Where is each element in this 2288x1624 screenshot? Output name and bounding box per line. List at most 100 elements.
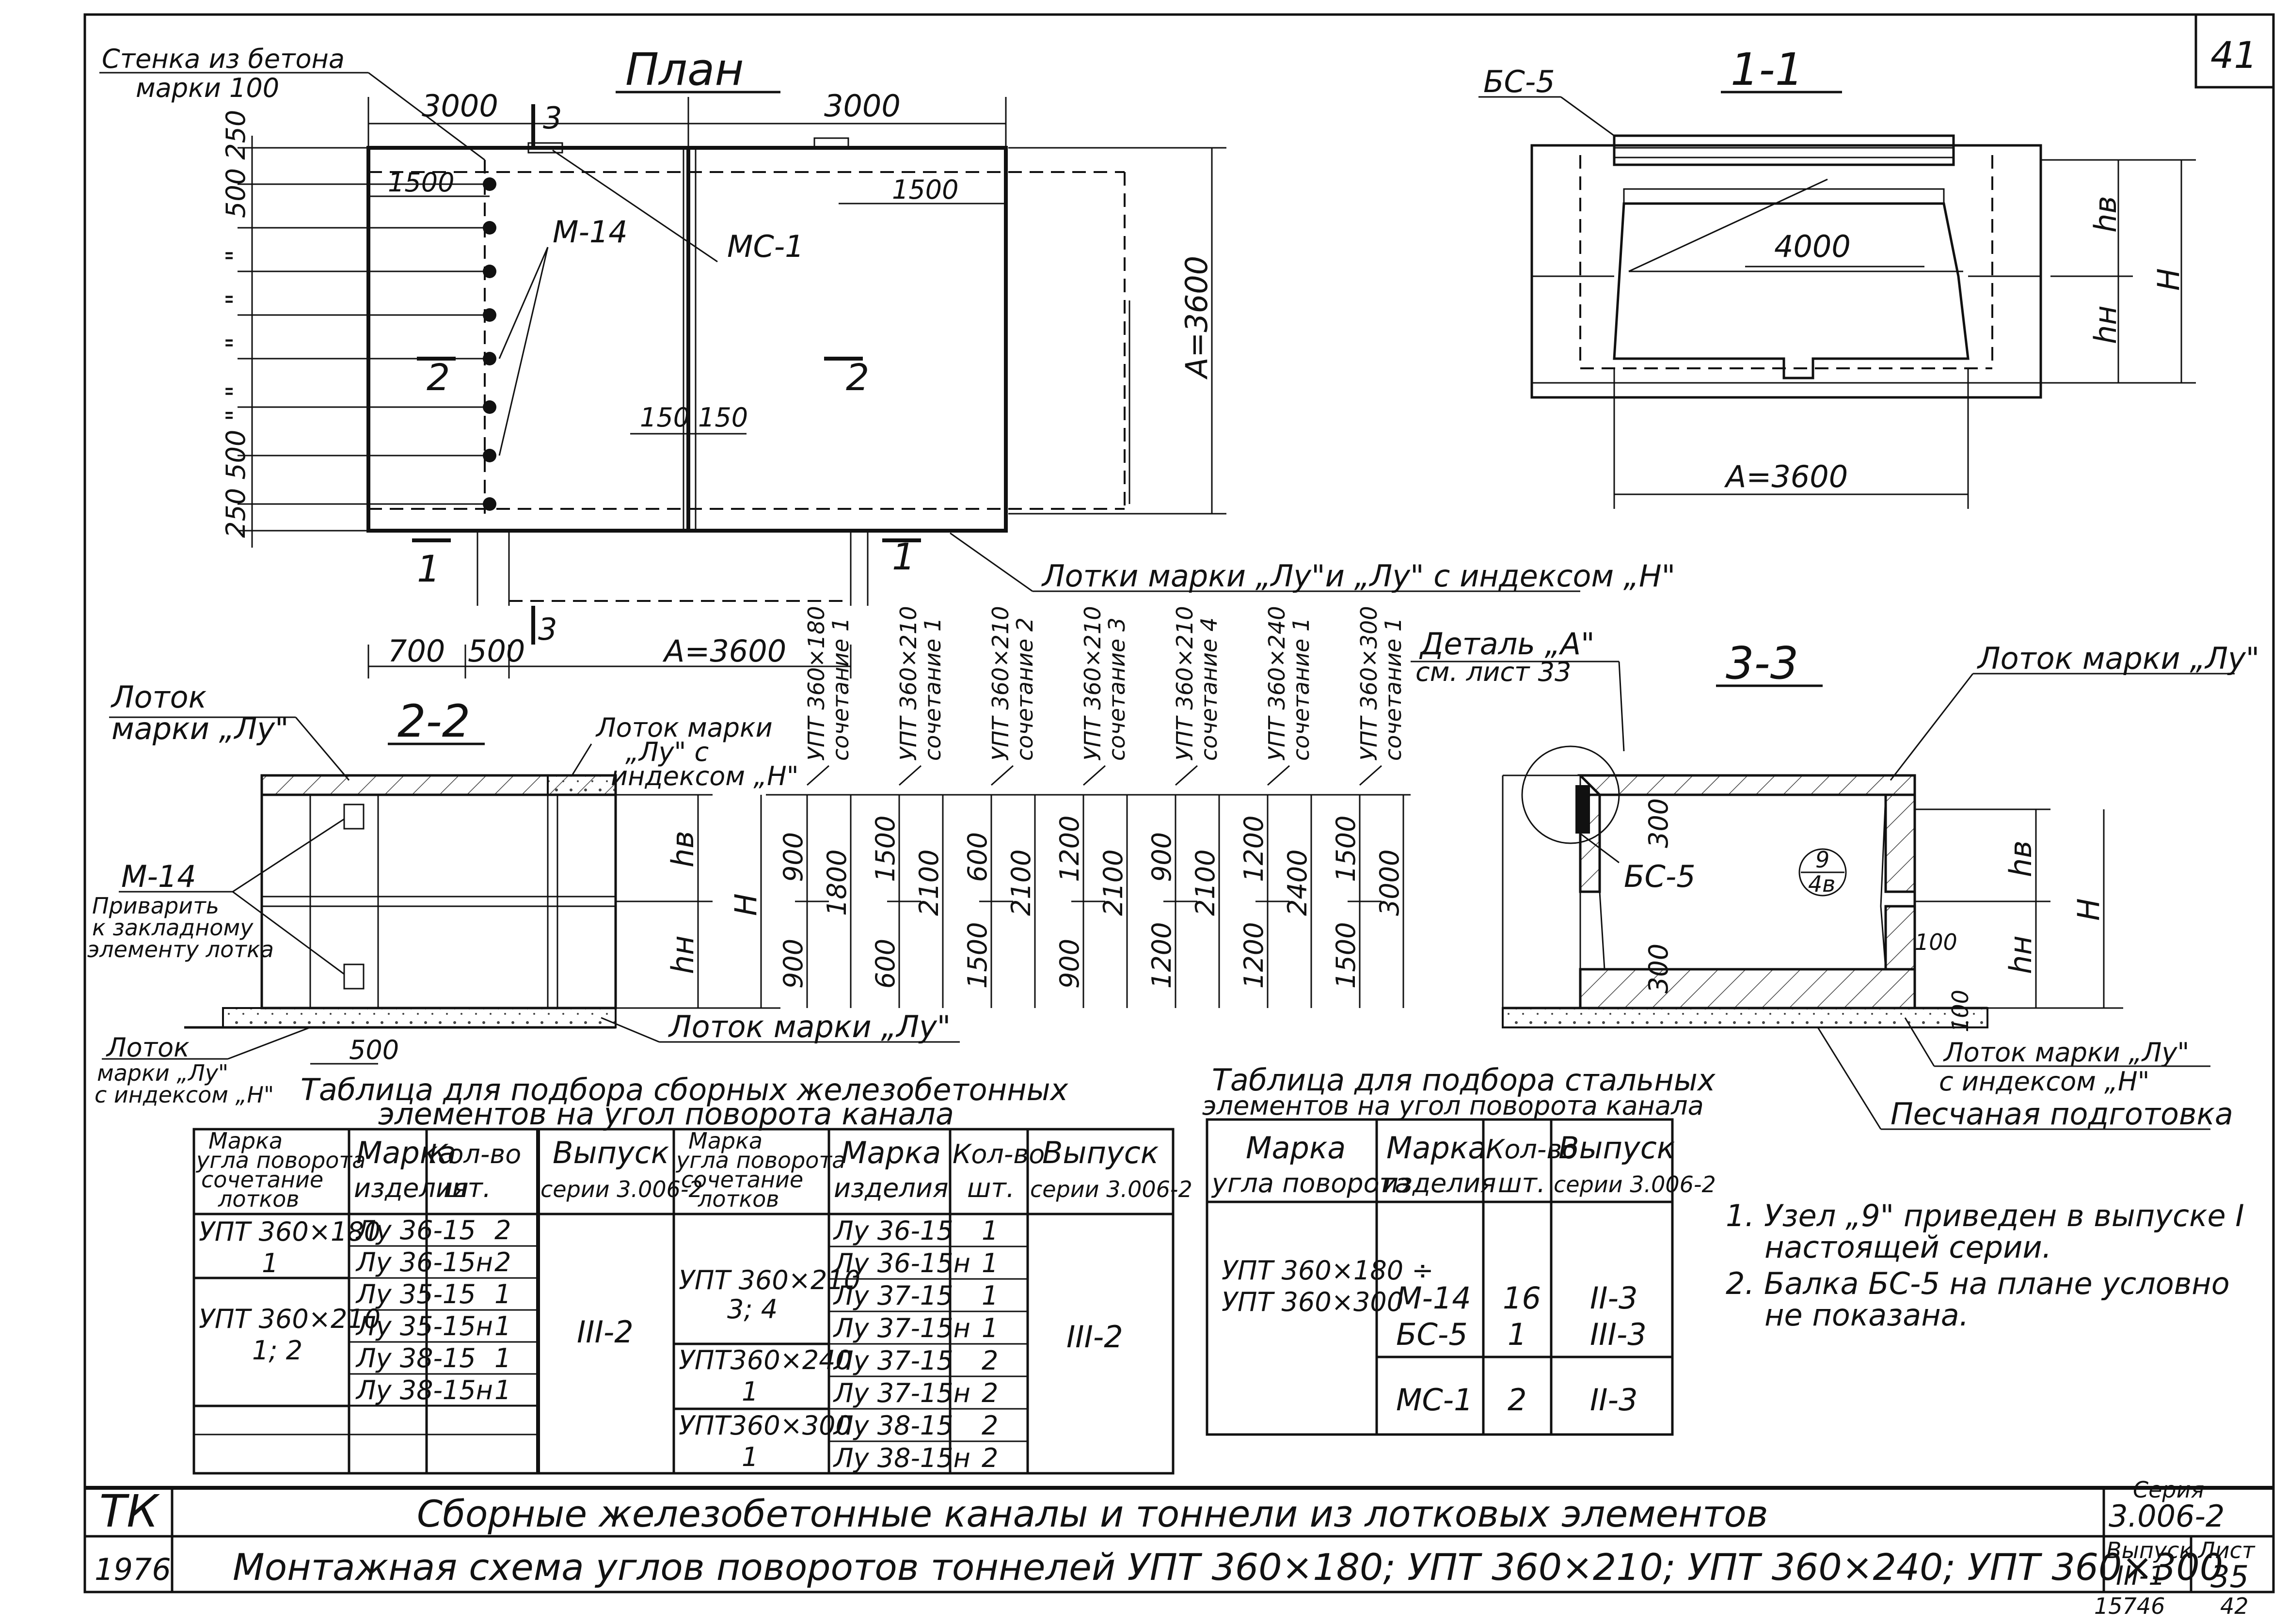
rc-head-7: шт. (444, 1173, 491, 1203)
dim-col-2-leader (991, 765, 1014, 786)
rc-left-row-0-item: Лу 36-15 (355, 1215, 476, 1246)
rc-head-17: шт. (967, 1173, 1015, 1203)
rc-right-row-4-qty: 2 (982, 1345, 998, 1376)
section-3-3: 3-3 Деталь „А" см. лист 33 Лоток марки „… (1411, 626, 2259, 1132)
steel-mark-1: УПТ 360×180 ÷ (1222, 1255, 1433, 1286)
steel-row-2-item: МС-1 (1396, 1382, 1473, 1418)
dim-col-2-total: 2100 (1006, 850, 1036, 916)
dim-col-4-bottom: 1200 (1146, 922, 1177, 989)
section-11-dim-a: А=3600 (1724, 459, 1848, 494)
steel-head-qty-1: Кол-во (1486, 1134, 1578, 1165)
rc-right-row-6-item: Лу 38-15 (833, 1410, 953, 1441)
rc-left-group-1-mark: УПТ 360×210 (199, 1304, 381, 1334)
section-22-tray-h-3: индексом „Н" (611, 761, 799, 791)
steel-row-2-qty: 2 (1508, 1382, 1526, 1418)
section-22-m14-1: М-14 (121, 859, 196, 894)
title-sheet-label: Лист (2197, 1537, 2256, 1563)
section-22-bottom-tray: Лоток марки „Лу" (668, 1009, 951, 1044)
rc-right-row-1-qty: 1 (982, 1248, 998, 1278)
title-org: ТК (99, 1485, 160, 1537)
title-series: 3.006-2 (2109, 1498, 2224, 1534)
section-11-dim-4000: 4000 (1774, 229, 1851, 264)
rc-right-row-0-item: Лу 36-15 (833, 1215, 953, 1246)
plan-left-dim-1: " (221, 250, 251, 262)
rc-head-12: сочетание (681, 1167, 803, 1193)
dim-col-3-total: 2100 (1098, 850, 1128, 916)
dim-col-6-head-1: УПТ 360×300 (1356, 606, 1382, 761)
steel-row-0-item: М-14 (1396, 1280, 1471, 1316)
section-22-tray-lu-2: марки „Лу" (111, 711, 289, 746)
dim-col-2-top: 600 (962, 832, 993, 882)
title-sheet: 35 (2210, 1559, 2249, 1594)
dim-col-3-head-1: УПТ 360×210 (1080, 606, 1106, 761)
sheet-border (83, 13, 2275, 1593)
rc-head-5: изделия (354, 1173, 468, 1203)
title-series-label: Серия (2133, 1477, 2204, 1503)
dim-col-5-top: 1200 (1239, 816, 1269, 882)
title-year: 1976 (95, 1552, 171, 1587)
rc-right-group-2-mark: УПТ360×300 (679, 1410, 852, 1441)
rc-left-row-1-qty: 2 (494, 1247, 511, 1277)
rc-left-row-0-qty: 2 (494, 1215, 511, 1246)
section-11-title: 1-1 (1731, 44, 1803, 95)
plan-dim-top-right: 3000 (824, 88, 901, 124)
plan-trays-label: Лотки марки „Лу"и „Лу" с индексом „Н" (1041, 558, 1675, 594)
rc-right-row-2-item: Лу 37-15 (833, 1280, 953, 1311)
sheet-number: 41 (2210, 33, 2257, 77)
section-11-bc5: БС-5 (1483, 64, 1555, 99)
rc-left-group-0-combo: 1 (262, 1248, 278, 1278)
rc-right-group-1-combo: 1 (742, 1376, 758, 1407)
dim-col-5-head-1: УПТ 360×240 (1264, 606, 1290, 761)
dim-col-4-head-1: УПТ 360×210 (1172, 606, 1198, 761)
dim-col-1-head-2: сочетание 1 (920, 617, 946, 761)
section-11-H: Н (2151, 268, 2186, 291)
title-line-1: Сборные железобетонные каналы и тоннели … (417, 1492, 1768, 1535)
plan-wall-label-1: Стенка из бетона (102, 44, 345, 74)
rc-left-row-1-item: Лу 36-15н (355, 1247, 493, 1277)
section-22-bottom-left-1: Лоток (106, 1032, 190, 1063)
dim-col-6-head-2: сочетание 1 (1380, 617, 1406, 761)
plan-left-dim-0: 500 250 (221, 110, 251, 218)
plan-dim-bottom-700: 700 (388, 633, 445, 669)
section-2-2: 2-2 Лоток марки „Лу" Лоток марки „Лу" с … (87, 679, 960, 1108)
rc-table-title-1: Таблица для подбора сборных железобетонн… (301, 1072, 1069, 1107)
dim-col-6-bottom: 1500 (1331, 922, 1361, 989)
plan-left-dim-2: " (221, 293, 251, 305)
section-33-bottom-tray-2: с индексом „Н" (1939, 1066, 2149, 1097)
rc-head-3: лотков (218, 1186, 299, 1212)
plan-label-mc1: МС-1 (727, 229, 804, 264)
plan-slab-right (686, 146, 1008, 533)
rc-left-row-3-item: Лу 35-15н (355, 1311, 493, 1341)
rc-right-row-3-item: Лу 37-15н (833, 1313, 970, 1343)
title-bottom-right-num: 42 (2220, 1593, 2249, 1619)
rc-left-group-1-combo: 1; 2 (252, 1335, 302, 1366)
section-33-hn: hн (2003, 935, 2038, 974)
dim-col-5-leader (1267, 765, 1290, 786)
rc-right-row-5-qty: 2 (982, 1378, 998, 1408)
section-22-m14-3: к закладному (92, 914, 254, 941)
rc-head-11: угла поворота (675, 1147, 845, 1173)
title-issue: III-1 (2116, 1561, 2165, 1591)
section-22-tray-h-2: „Лу" с (625, 737, 709, 767)
dim-col-3-top: 1200 (1054, 816, 1085, 882)
section-22-bottom-left-3: с индексом „Н" (95, 1082, 274, 1108)
dim-col-4-total: 2100 (1190, 850, 1221, 916)
section-1-1: 1-1 БС-5 4000 hв hн Н А=3600 (1478, 44, 2196, 509)
steel-row-1-issue: III-3 (1590, 1317, 1647, 1352)
section-22-dim-500: 500 (349, 1035, 399, 1065)
note-2-line-2: не показана. (1764, 1297, 1969, 1333)
section-33-dim-100: 100 (1915, 929, 1957, 955)
steel-mark-2: УПТ 360×300 (1222, 1287, 1403, 1317)
plan-label-m14: М-14 (553, 214, 628, 250)
steel-head-mark-1: Марка (1246, 1130, 1346, 1166)
dim-col-0-bottom: 900 (778, 939, 809, 989)
rc-head-1: угла поворота (195, 1147, 365, 1173)
dim-col-3-leader (1083, 765, 1106, 786)
section-22-tray-h-1: Лоток марки (595, 712, 773, 743)
dim-col-4-top: 900 (1146, 832, 1177, 882)
steel-row-1-item: БС-5 (1396, 1317, 1468, 1352)
rc-table-title-2: элементов на угол поворота канала (378, 1096, 954, 1132)
rc-right-group-1-mark: УПТ360×240 (679, 1345, 852, 1375)
